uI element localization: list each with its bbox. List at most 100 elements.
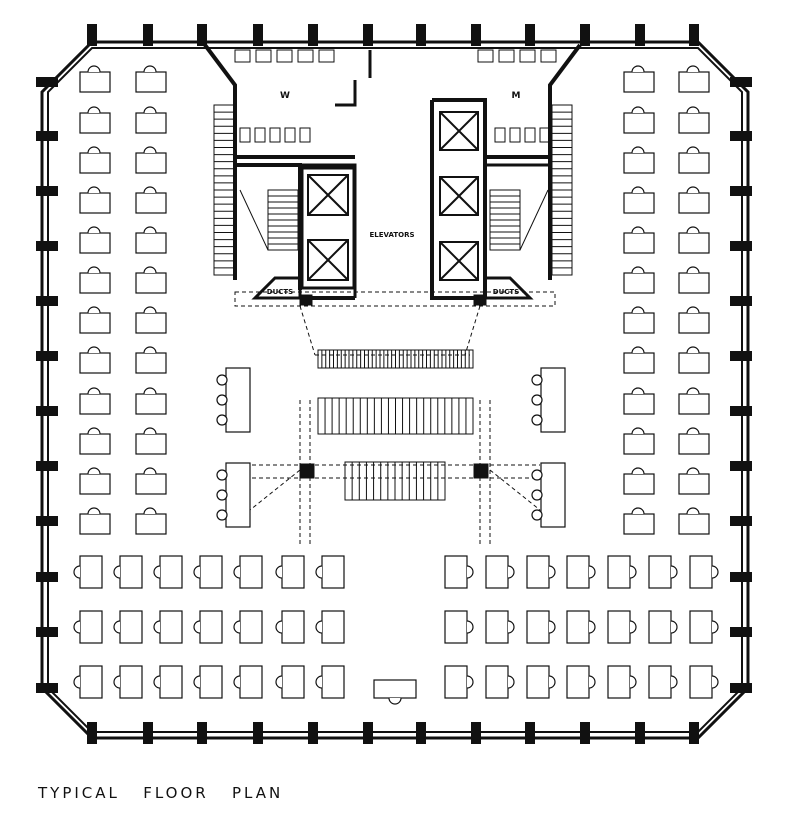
desk: [199, 610, 223, 644]
desk: [321, 555, 345, 589]
column: [689, 722, 699, 744]
chair: [216, 509, 228, 521]
structure-line: [245, 464, 540, 479]
column: [730, 77, 752, 87]
desk-chair: [143, 226, 157, 234]
desk-chair: [588, 620, 596, 634]
desk: [623, 232, 655, 254]
desk: [623, 433, 655, 455]
desk-chair: [315, 565, 323, 579]
desk-chair: [588, 565, 596, 579]
desk-chair: [193, 565, 201, 579]
desk: [79, 352, 111, 374]
column: [87, 722, 97, 744]
desk-chair: [87, 186, 101, 194]
desk: [135, 232, 167, 254]
toilet-stall: [254, 127, 266, 143]
desk-chair: [548, 620, 556, 634]
chair: [216, 394, 228, 406]
chair: [531, 489, 543, 501]
elevator-shaft: [300, 166, 356, 290]
desk: [79, 232, 111, 254]
desk-chair: [87, 427, 101, 435]
column: [36, 683, 58, 693]
stair-arrow: [519, 189, 549, 251]
conference-table: [540, 462, 566, 528]
desk: [526, 555, 550, 589]
column: [730, 627, 752, 637]
desk-chair: [143, 306, 157, 314]
desk: [135, 513, 167, 535]
desk: [199, 555, 223, 589]
desk: [623, 272, 655, 294]
desk-chair: [233, 565, 241, 579]
desk: [79, 272, 111, 294]
column: [730, 461, 752, 471]
perimeter-columns: [36, 24, 752, 744]
column: [635, 722, 645, 744]
desk-chair: [87, 146, 101, 154]
desk-chair: [73, 675, 81, 689]
column: [36, 516, 58, 526]
desk-chair: [629, 620, 637, 634]
reception-desk: [373, 679, 417, 699]
desk-chair: [87, 387, 101, 395]
desk: [79, 393, 111, 415]
column: [36, 461, 58, 471]
desk-chair: [686, 507, 700, 515]
ducts-left-label: DUCTS: [267, 288, 293, 296]
desk-chair: [711, 565, 719, 579]
elevator-cross: [307, 174, 349, 216]
desk-chair: [631, 146, 645, 154]
desk-chair: [113, 565, 121, 579]
elevator-cross: [439, 111, 479, 151]
desk-chair: [686, 266, 700, 274]
desk: [689, 610, 713, 644]
chair: [531, 509, 543, 521]
desk-chair: [315, 620, 323, 634]
desk: [135, 71, 167, 93]
desk: [623, 152, 655, 174]
elevator-cross: [307, 239, 349, 281]
desk: [119, 610, 143, 644]
column: [635, 24, 645, 46]
elevators-label: ELEVATORS: [370, 231, 415, 239]
desk-chair: [233, 675, 241, 689]
column: [730, 683, 752, 693]
column: [730, 296, 752, 306]
desk: [623, 71, 655, 93]
column: [730, 572, 752, 582]
desk: [79, 555, 103, 589]
desk: [623, 312, 655, 334]
desk-chair: [275, 675, 283, 689]
elevator-cabs: [300, 111, 479, 290]
desk: [135, 312, 167, 334]
toilet-stall: [299, 127, 311, 143]
core-column: [473, 463, 489, 479]
desk: [281, 610, 305, 644]
desk-chair: [670, 620, 678, 634]
desk-chair: [631, 427, 645, 435]
stairwells: [213, 104, 573, 501]
column: [36, 406, 58, 416]
desk: [79, 152, 111, 174]
desk-chair: [113, 620, 121, 634]
desk-chair: [631, 186, 645, 194]
desk: [159, 665, 183, 699]
desk-chair: [548, 565, 556, 579]
service-core: [203, 43, 582, 300]
elevator-cross: [439, 176, 479, 216]
desk: [135, 112, 167, 134]
desk-chair: [87, 346, 101, 354]
desk-chair: [548, 675, 556, 689]
desk: [678, 473, 710, 495]
desk: [119, 555, 143, 589]
desk-chair: [686, 306, 700, 314]
desk: [526, 610, 550, 644]
desk: [607, 555, 631, 589]
desk: [678, 513, 710, 535]
desk: [135, 433, 167, 455]
desk-chair: [153, 565, 161, 579]
desk-chair: [143, 266, 157, 274]
elevator-cab: [307, 174, 349, 216]
